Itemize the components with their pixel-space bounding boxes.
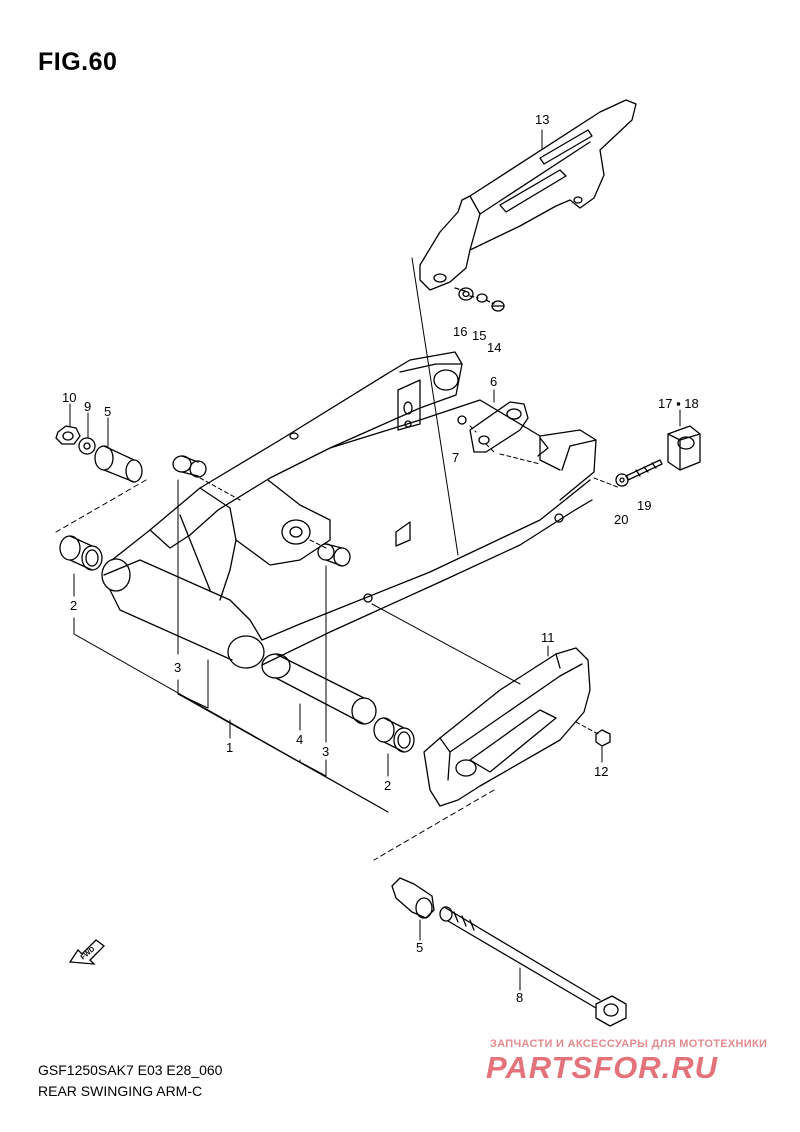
callout-10: 10 bbox=[62, 390, 76, 405]
spacer-tube-4 bbox=[261, 653, 377, 725]
bearing-2-upper bbox=[59, 535, 103, 571]
callout-9: 9 bbox=[84, 399, 91, 414]
callout-5-upper: 5 bbox=[104, 404, 111, 419]
chain-case-11 bbox=[423, 647, 591, 807]
collar-5-lower bbox=[391, 877, 435, 919]
watermark-logo: PARTSFOR.RU bbox=[486, 1050, 719, 1085]
callout-13: 13 bbox=[535, 112, 549, 127]
plate-6 bbox=[469, 401, 529, 453]
collar-5-upper bbox=[94, 445, 143, 483]
callout-20: 20 bbox=[614, 512, 628, 527]
swinging-arm-1 bbox=[101, 351, 597, 669]
model-code: GSF1250SAK7 E03 E28_060 bbox=[38, 1062, 223, 1078]
bolt-7 bbox=[457, 415, 467, 425]
chain-guard-13 bbox=[419, 99, 637, 291]
callout-7: 7 bbox=[452, 450, 459, 465]
axle-8 bbox=[439, 906, 627, 1027]
callout-19: 19 bbox=[637, 498, 651, 513]
callout-5-lower: 5 bbox=[416, 940, 423, 955]
callout-2-upper: 2 bbox=[70, 598, 77, 613]
callout-12: 12 bbox=[594, 764, 608, 779]
callout-14: 14 bbox=[487, 340, 501, 355]
callout-15: 15 bbox=[472, 328, 486, 343]
figure-title: FIG.60 bbox=[38, 48, 118, 76]
callout-11: 11 bbox=[541, 630, 555, 645]
bolt-14 bbox=[491, 300, 505, 312]
nut-20 bbox=[615, 473, 629, 487]
bolt-19 bbox=[625, 459, 663, 481]
bushing-3-middle bbox=[317, 543, 351, 567]
watermark-tagline: ЗАПЧАСТИ И АКСЕССУАРЫ ДЛЯ МОТОТЕХНИКИ bbox=[490, 1038, 768, 1050]
section-name: REAR SWINGING ARM-C bbox=[38, 1083, 203, 1099]
callout-1: 1 bbox=[226, 740, 233, 755]
callout-16: 16 bbox=[453, 324, 467, 339]
callout-4: 4 bbox=[296, 732, 303, 747]
washer-9 bbox=[78, 437, 96, 455]
bearing-2-lower bbox=[373, 717, 415, 753]
fwd-arrow-icon: FWD bbox=[68, 939, 105, 965]
bolt-12 bbox=[595, 729, 611, 747]
callout-8: 8 bbox=[516, 990, 523, 1005]
callout-3-middle: 3 bbox=[322, 744, 329, 759]
bushing-3-upper bbox=[172, 455, 207, 478]
callout-2-lower: 2 bbox=[384, 778, 391, 793]
adjuster-17-18 bbox=[667, 425, 701, 471]
callout-17-18: 17 ▪ 18 bbox=[658, 396, 699, 411]
nut-10 bbox=[55, 425, 81, 445]
callout-3-upper: 3 bbox=[174, 660, 181, 675]
callout-6: 6 bbox=[490, 374, 497, 389]
